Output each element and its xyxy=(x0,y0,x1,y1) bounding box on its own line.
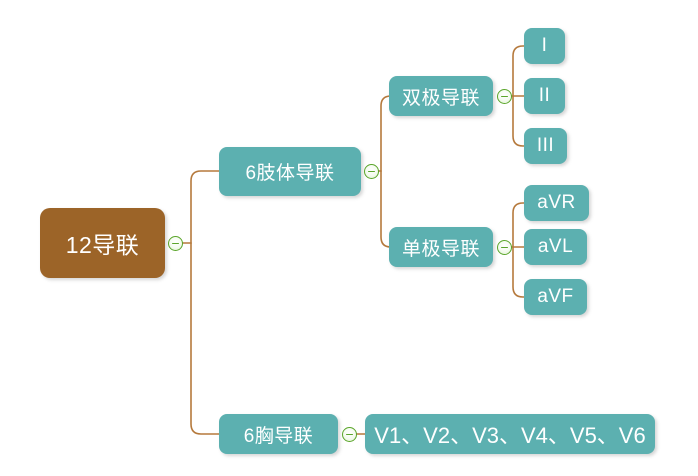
node-lead-avf-label: aVF xyxy=(537,286,574,307)
node-lead-ii-label: II xyxy=(538,85,551,106)
edge-root-to-limb-leads xyxy=(190,170,220,244)
node-root-label: 12导联 xyxy=(65,232,140,258)
node-unipolar-leads[interactable]: 单极导联 xyxy=(389,227,493,267)
node-lead-avl-label: aVL xyxy=(537,236,574,257)
node-lead-iii-label: III xyxy=(536,135,555,156)
node-lead-avf[interactable]: aVF xyxy=(524,279,587,315)
edge-bipolar-to-lead-1 xyxy=(512,45,525,97)
node-unipolar-leads-label: 单极导联 xyxy=(401,238,480,260)
node-lead-avl[interactable]: aVL xyxy=(524,229,587,265)
node-lead-avr[interactable]: aVR xyxy=(524,185,589,221)
node-chest-leads[interactable]: 6胸导联 xyxy=(219,414,338,454)
node-chest-leads-label: 6胸导联 xyxy=(243,425,314,447)
edge-bipolar-to-lead-3 xyxy=(512,95,525,147)
node-lead-ii[interactable]: II xyxy=(524,78,565,114)
node-chest-lead-list-label: V1、V2、V3、V4、V5、V6 xyxy=(374,423,646,448)
edge-unipolar-to-avr xyxy=(512,202,525,248)
collapse-toggle-limb-leads[interactable] xyxy=(364,164,379,179)
node-lead-i-label: I xyxy=(541,35,548,56)
collapse-toggle-root[interactable] xyxy=(168,236,183,251)
edge-unipolar-to-avf xyxy=(512,246,525,298)
collapse-toggle-bipolar[interactable] xyxy=(497,89,512,104)
node-bipolar-leads[interactable]: 双极导联 xyxy=(389,76,493,116)
node-root[interactable]: 12导联 xyxy=(40,208,165,278)
edge-root-to-chest-leads xyxy=(190,242,220,435)
node-limb-leads-label: 6肢体导联 xyxy=(245,163,335,184)
node-limb-leads[interactable]: 6肢体导联 xyxy=(219,147,361,196)
collapse-toggle-chest-leads[interactable] xyxy=(342,427,357,442)
node-lead-i[interactable]: I xyxy=(524,28,565,64)
node-chest-lead-list[interactable]: V1、V2、V3、V4、V5、V6 xyxy=(365,414,655,454)
node-lead-iii[interactable]: III xyxy=(524,128,567,164)
node-lead-avr-label: aVR xyxy=(537,192,576,213)
collapse-toggle-unipolar[interactable] xyxy=(497,240,512,255)
node-bipolar-leads-label: 双极导联 xyxy=(401,87,480,109)
